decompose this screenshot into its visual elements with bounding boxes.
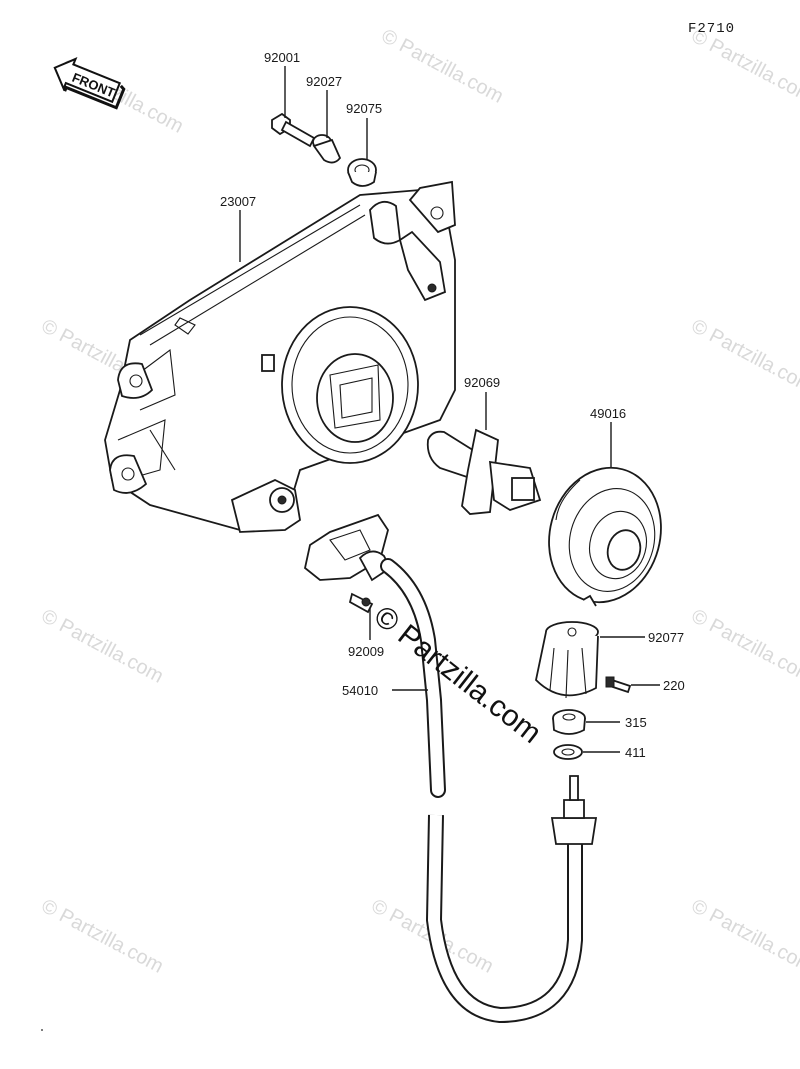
washer-411 <box>553 744 583 760</box>
headlight-housing-23007 <box>104 180 456 533</box>
bulb-92069 <box>426 428 542 515</box>
label-315: 315 <box>625 715 647 730</box>
center-watermark: © Partzilla.com <box>368 600 548 750</box>
label-92069: 92069 <box>464 375 500 390</box>
label-411: 411 <box>625 745 646 760</box>
watermark: © Partzilla.com <box>38 895 167 978</box>
grommet-92075 <box>347 158 377 187</box>
speck <box>41 1029 43 1031</box>
nut-315 <box>552 709 586 735</box>
adjust-knob-92077 <box>535 621 599 699</box>
label-92075: 92075 <box>346 101 382 116</box>
watermark: © Partzilla.com <box>688 315 800 398</box>
watermark: © Partzilla.com <box>378 25 507 108</box>
watermark: © Partzilla.com <box>688 25 800 108</box>
cable-bracket <box>304 513 392 582</box>
bulb-cover-49016 <box>548 466 662 607</box>
label-220: 220 <box>663 678 685 693</box>
label-92001: 92001 <box>264 50 300 65</box>
label-54010: 54010 <box>342 683 378 698</box>
leader-lines <box>239 66 660 753</box>
figure-code: F2710 <box>688 21 735 37</box>
watermark: © Partzilla.com <box>38 605 167 688</box>
label-23007: 23007 <box>220 194 256 209</box>
watermark: © Partzilla.com <box>688 895 800 978</box>
front-badge: FRONT <box>53 57 126 110</box>
label-92009: 92009 <box>348 644 384 659</box>
adjuster-cable-54010 <box>380 558 598 1024</box>
screw-92009 <box>348 592 374 614</box>
bolt-92001 <box>271 112 316 148</box>
label-92027: 92027 <box>306 74 342 89</box>
label-92077: 92077 <box>648 630 684 645</box>
collar-92027 <box>312 134 342 164</box>
part-labels: 92001 92027 92075 23007 92069 49016 9207… <box>220 50 685 760</box>
screw-220 <box>605 676 632 694</box>
watermark: © Partzilla.com <box>688 605 800 688</box>
label-49016: 49016 <box>590 406 626 421</box>
